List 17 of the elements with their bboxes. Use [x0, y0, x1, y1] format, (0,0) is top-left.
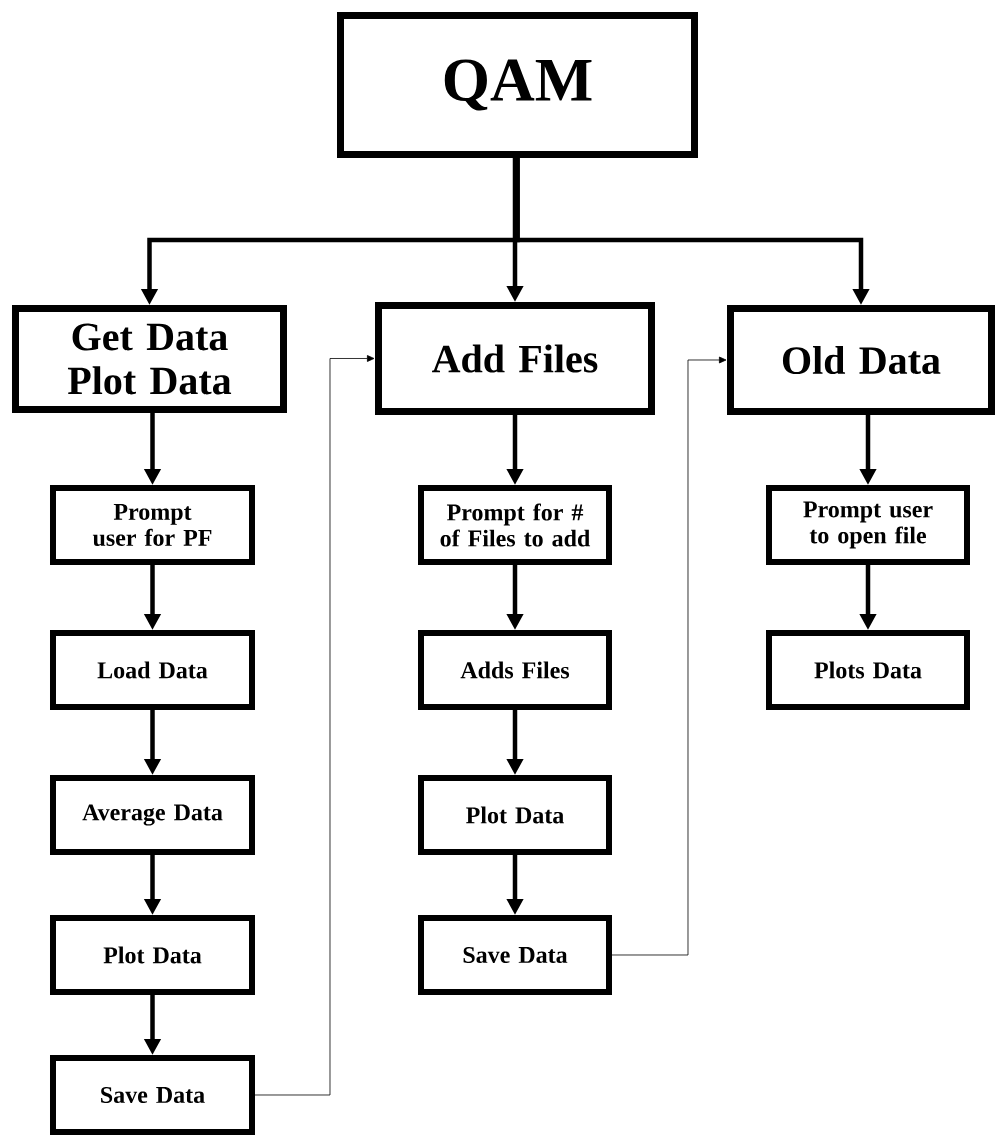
title-box: QAM: [337, 12, 698, 158]
process-box: Load Data: [50, 630, 255, 710]
module-box: Add Files: [375, 302, 655, 415]
process-box: Prompt user for PF: [50, 485, 255, 565]
arrow: [611, 356, 727, 956]
process-box: Plot Data: [50, 915, 255, 995]
process-box: Average Data: [50, 775, 255, 855]
process-box: Save Data: [418, 915, 612, 995]
process-box: Save Data: [50, 1055, 255, 1135]
process-box: Adds Files: [418, 630, 612, 710]
module-box: Old Data: [727, 305, 995, 415]
process-box: Prompt user to open file: [766, 485, 970, 565]
process-box: Plots Data: [766, 630, 970, 710]
module-box: Get Data Plot Data: [12, 305, 287, 413]
arrow: [254, 355, 375, 1096]
process-box: Prompt for # of Files to add: [418, 485, 612, 565]
process-box: Plot Data: [418, 775, 612, 855]
